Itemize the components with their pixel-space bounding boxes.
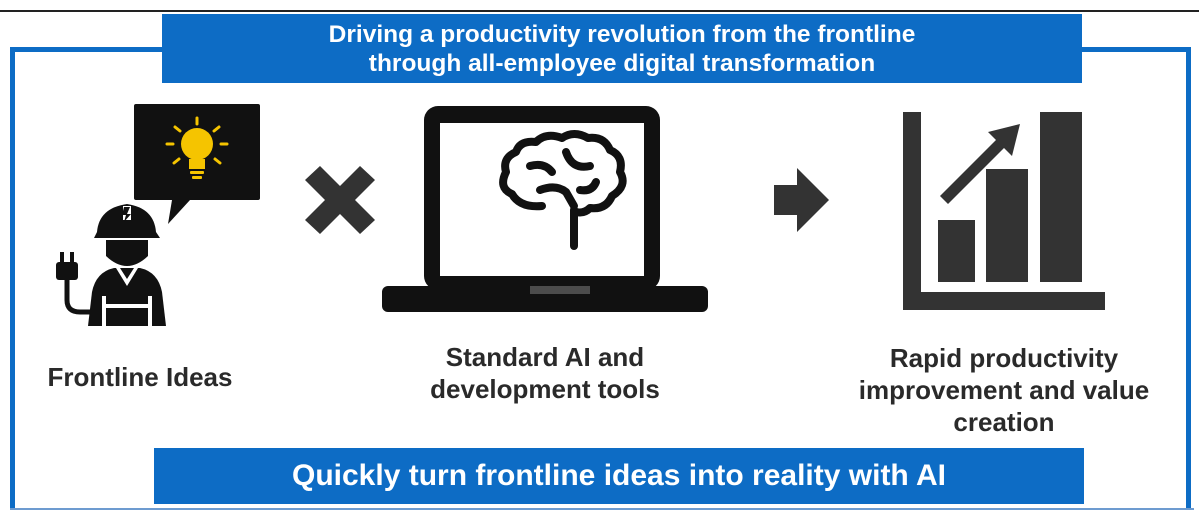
worker-icon bbox=[56, 204, 166, 326]
multiply-icon bbox=[305, 166, 375, 234]
arrow-right-icon bbox=[774, 168, 829, 232]
frame-bottom-rule bbox=[10, 508, 1194, 510]
growth-chart-icon bbox=[903, 112, 1105, 310]
title-banner: Driving a productivity revolution from t… bbox=[162, 14, 1082, 83]
ai-tools-label: Standard AI and development tools bbox=[430, 342, 660, 404]
tagline-text: Quickly turn frontline ideas into realit… bbox=[292, 459, 946, 492]
brain-icon bbox=[499, 130, 627, 250]
title-line-1: Driving a productivity revolution from t… bbox=[328, 20, 916, 48]
frontline-ideas-label: Frontline Ideas bbox=[47, 362, 233, 392]
productivity-label: Rapid productivity improvement and value… bbox=[858, 343, 1150, 437]
light-bulb-icon bbox=[165, 116, 229, 179]
tagline-banner: Quickly turn frontline ideas into realit… bbox=[154, 448, 1084, 504]
title-line-2: through all-employee digital transformat… bbox=[368, 49, 876, 77]
top-rule bbox=[0, 10, 1199, 12]
